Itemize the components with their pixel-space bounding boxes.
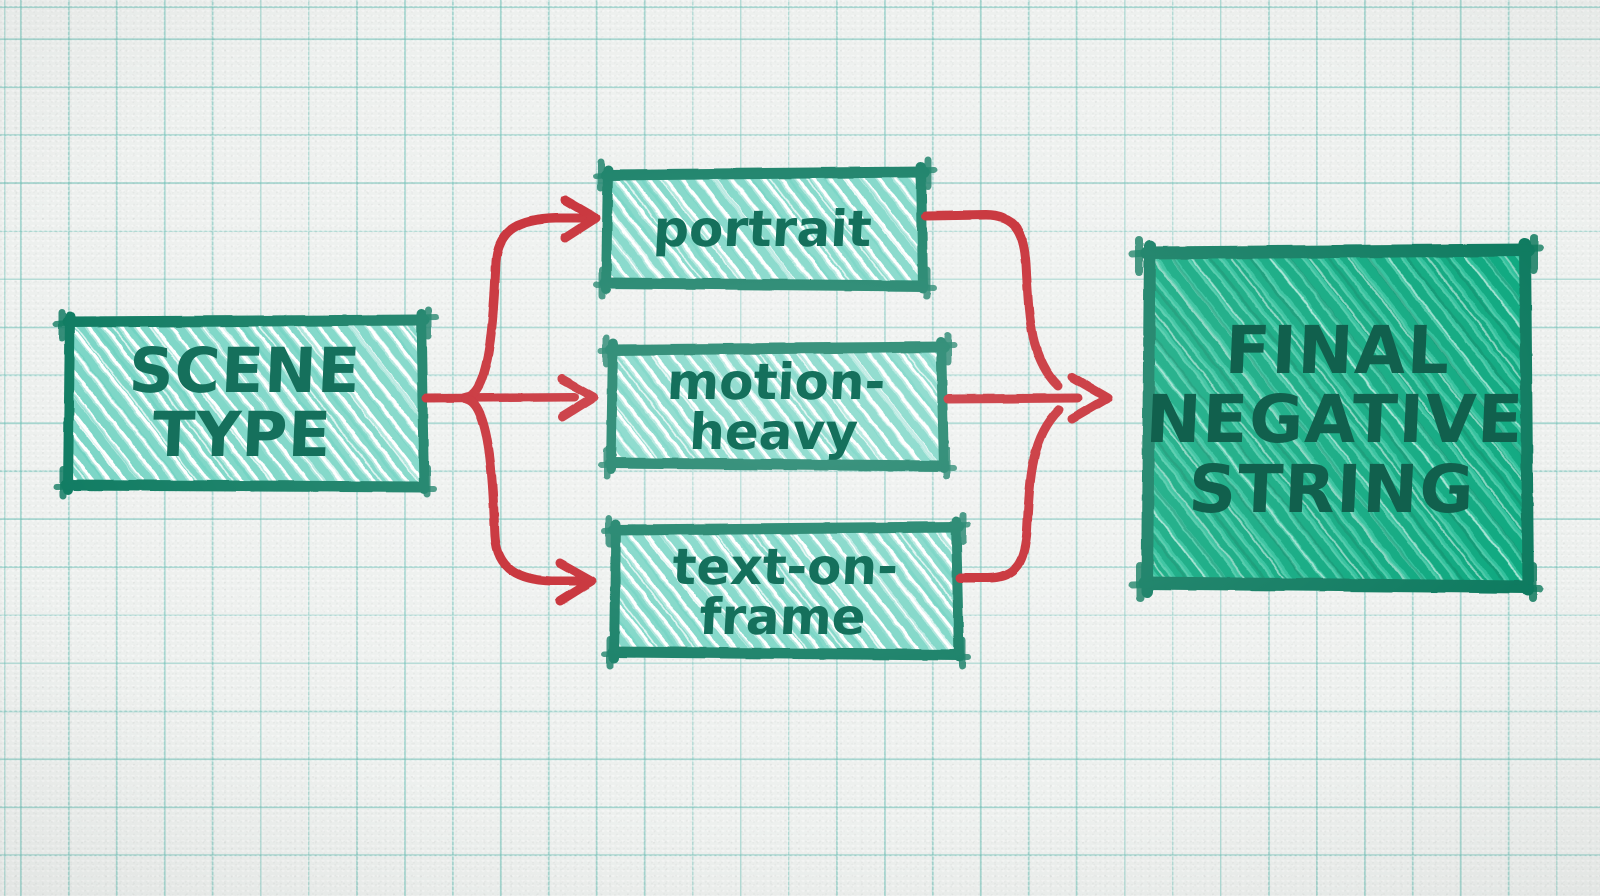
connectors-fanout bbox=[421, 213, 589, 586]
connector-motion-heavy-to-final bbox=[943, 393, 1083, 404]
arrowhead-text-on-frame bbox=[555, 558, 597, 606]
node-motion-heavy[interactable] bbox=[598, 332, 957, 480]
connector-scene-type-to-motion-heavy bbox=[421, 392, 580, 403]
arrowheads-fanout bbox=[555, 195, 601, 606]
arrowhead-portrait bbox=[560, 195, 601, 243]
node-final-negative-string[interactable] bbox=[1128, 234, 1544, 602]
connector-portrait-to-final bbox=[921, 210, 1063, 391]
connector-scene-type-to-portrait bbox=[461, 213, 589, 402]
node-text-on-frame[interactable] bbox=[601, 511, 971, 670]
connector-text-on-frame-to-final bbox=[955, 405, 1064, 583]
connectors-fanin bbox=[921, 210, 1083, 583]
node-scene-type[interactable] bbox=[53, 306, 439, 500]
arrowhead-motion-heavy bbox=[557, 374, 599, 422]
arrowhead-final bbox=[1067, 372, 1113, 424]
node-portrait[interactable] bbox=[593, 156, 937, 300]
connector-scene-type-to-text-on-frame bbox=[461, 394, 585, 586]
